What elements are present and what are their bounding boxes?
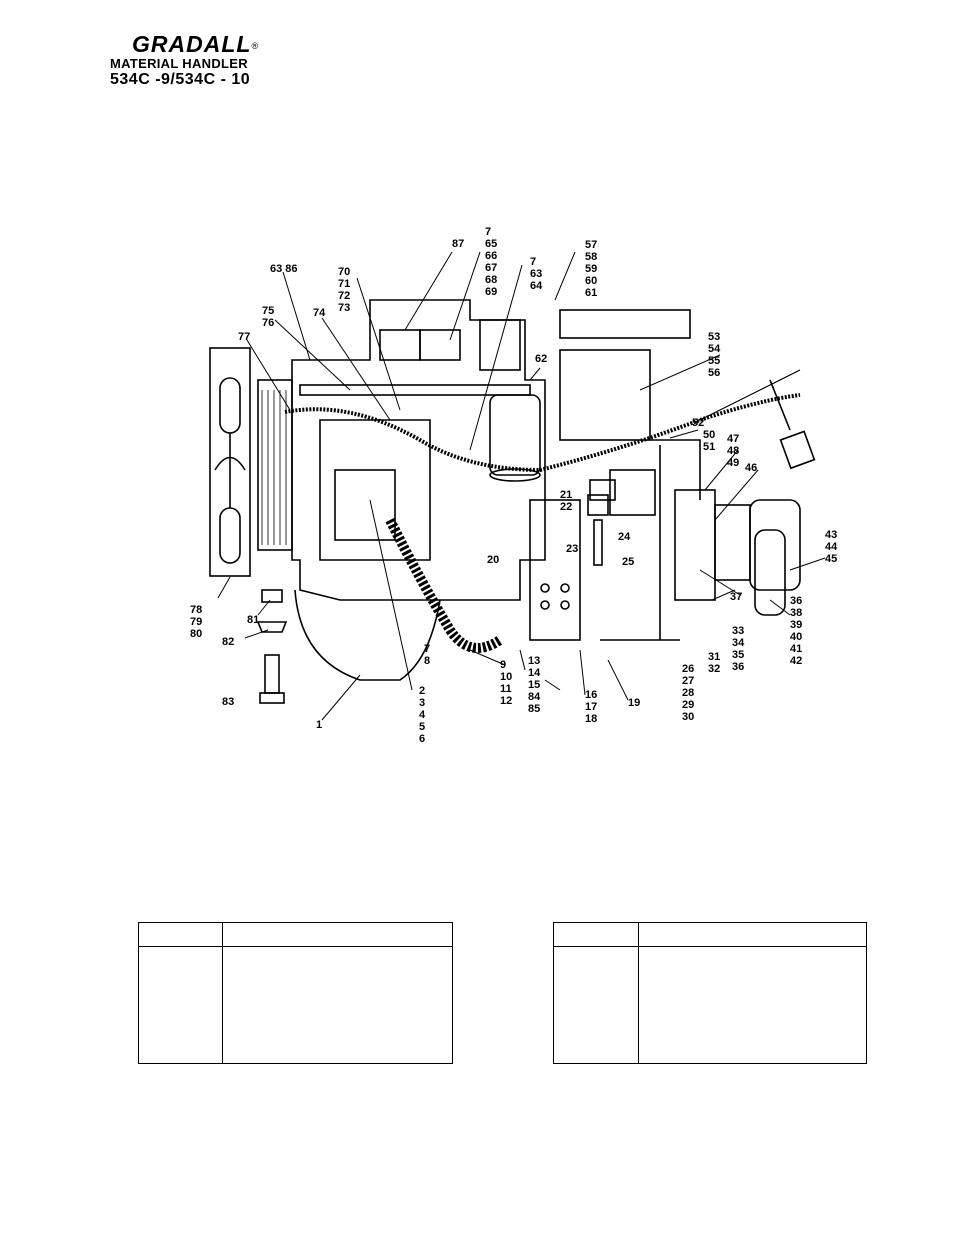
callout-25: 25 xyxy=(622,556,634,568)
model-number: 534C -9/534C - 10 xyxy=(110,71,251,88)
callout-82: 82 xyxy=(222,636,234,648)
brand-logo: GRADALL® xyxy=(132,32,290,56)
parts-table-right xyxy=(553,922,867,1064)
cell-empty xyxy=(553,946,639,1064)
callout-63-86: 63 86 xyxy=(270,263,298,275)
engine-drawing xyxy=(209,299,816,704)
callout-81: 81 xyxy=(247,614,259,626)
callout-1: 1 xyxy=(316,719,322,731)
callout-19: 19 xyxy=(628,697,640,709)
cell-empty xyxy=(638,946,867,1064)
brand-name: GRADALL xyxy=(132,31,252,57)
callout-62: 62 xyxy=(535,353,547,365)
cell-empty xyxy=(138,946,223,1064)
callout-83: 83 xyxy=(222,696,234,708)
callout-87: 87 xyxy=(452,238,464,250)
leader-lines xyxy=(217,251,826,721)
cell-empty xyxy=(222,946,453,1064)
callout-77: 77 xyxy=(238,331,250,343)
callout-52: 52 xyxy=(692,417,704,429)
col-description xyxy=(638,922,867,947)
callout-23: 23 xyxy=(566,543,578,555)
registered-mark: ® xyxy=(251,41,260,51)
callout-24: 24 xyxy=(618,531,631,543)
callout-20: 20 xyxy=(487,554,499,566)
col-item xyxy=(138,922,223,947)
product-line: MATERIAL HANDLER xyxy=(110,56,248,71)
callout-37: 37 xyxy=(730,591,742,603)
col-description xyxy=(222,922,453,947)
parts-table-left xyxy=(138,922,453,1064)
brand-header: GRADALL® MATERIAL HANDLER 534C -9/534C -… xyxy=(110,32,290,89)
callout-46: 46 xyxy=(745,462,757,474)
col-item xyxy=(553,922,639,947)
callout-74: 74 xyxy=(313,307,326,319)
